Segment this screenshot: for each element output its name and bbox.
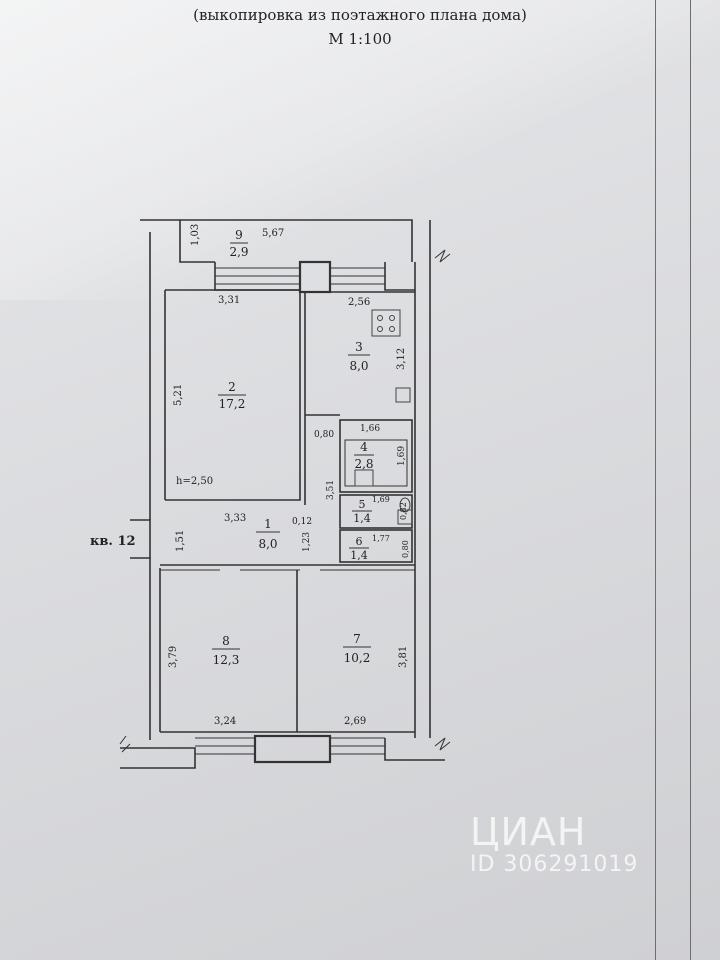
dim-corridor-side: 1,23	[302, 532, 312, 552]
room-3-number: 3	[355, 340, 363, 354]
dim-closet-depth: 0,80	[401, 540, 410, 558]
room-8-area: 12,3	[213, 653, 240, 667]
room-1-area: 8,0	[258, 537, 277, 551]
dim-balcony-width: 5,67	[262, 228, 284, 239]
apartment-label: кв. 12	[90, 534, 136, 549]
dim-kitchen-width: 2,56	[348, 297, 370, 308]
dim-ceiling-height: h=2,50	[176, 476, 213, 487]
sheet-edge-outer	[690, 0, 691, 960]
dim-room8-width: 3,24	[214, 716, 236, 727]
sink-icon	[395, 387, 411, 403]
dim-wc-width: 1,69	[372, 495, 390, 504]
room-6-area: 1,4	[350, 549, 368, 562]
dim-service-block: 3,51	[326, 480, 336, 500]
dim-room7-width: 2,69	[344, 716, 366, 727]
room-5-area: 1,4	[353, 512, 371, 525]
dim-closet-width: 1,77	[372, 534, 390, 543]
room-labels: 9 2,9 2 17,2 3 8,0 4 2,8 5 1,4 6 1,4 1 8…	[212, 228, 374, 667]
dimension-labels: 5,67 1,03 3,31 5,21 h=2,50 3,33 1,51 0,1…	[168, 224, 410, 727]
plan-scale: М 1:100	[328, 30, 392, 48]
dim-room2-length: 5,21	[173, 384, 184, 406]
room-8-number: 8	[222, 634, 230, 648]
room-9-area: 2,9	[229, 245, 248, 259]
room-7-area: 10,2	[344, 651, 371, 665]
dim-bath-length: 1,69	[397, 446, 407, 466]
dim-wc-depth: 0,82	[399, 502, 408, 520]
dim-room7-length: 3,81	[398, 646, 409, 668]
dim-wall-gap: 0,12	[292, 517, 312, 527]
watermark-brand: ЦИАН	[470, 810, 587, 854]
room-7-number: 7	[353, 632, 361, 646]
room-6-number: 6	[356, 535, 363, 548]
plan-walls	[119, 219, 451, 769]
dim-room8-length: 3,79	[168, 646, 179, 668]
watermark-listing-id: ID 306291019	[470, 852, 639, 877]
dim-balcony-depth: 1,03	[190, 224, 201, 246]
plan-subtitle: (выкопировка из поэтажного плана дома)	[193, 6, 527, 24]
dim-bath-gap: 0,80	[314, 430, 334, 440]
room-2-area: 17,2	[219, 397, 246, 411]
stove-icon	[371, 309, 401, 337]
dim-kitchen-length: 3,12	[396, 348, 407, 370]
room-3-area: 8,0	[349, 359, 368, 373]
room-5-number: 5	[359, 498, 366, 511]
room-4-number: 4	[360, 440, 368, 454]
dim-room1-depth: 1,51	[175, 530, 186, 552]
room-2-number: 2	[228, 380, 236, 394]
washbasin-icon	[354, 469, 374, 487]
toilet-icon	[399, 497, 411, 513]
room-4-area: 2,8	[354, 457, 373, 471]
dim-room2-width: 3,31	[218, 295, 240, 306]
dim-room1-width: 3,33	[224, 513, 246, 524]
room-9-number: 9	[235, 228, 243, 242]
sheet-edge-inner	[655, 0, 656, 960]
dim-bath-width: 1,66	[360, 424, 380, 434]
fixtures	[354, 309, 413, 525]
room-1-number: 1	[264, 517, 272, 531]
